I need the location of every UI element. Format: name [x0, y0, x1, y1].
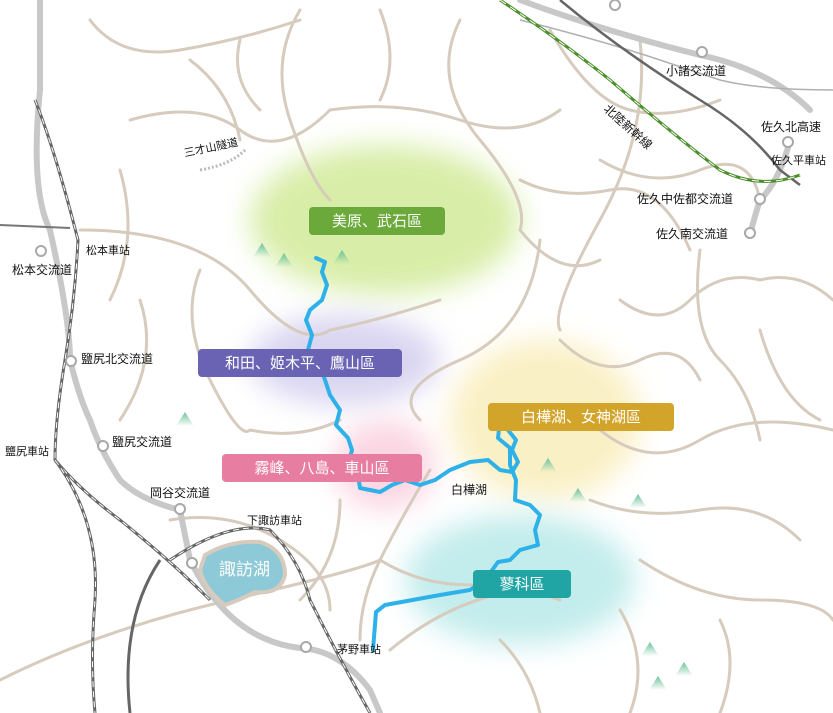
interchanges	[35, 0, 794, 653]
label-lake-suwa: 諏訪湖	[219, 560, 270, 580]
region-label-shirakaba-megami[interactable]: 白樺湖、女神湖區	[488, 403, 674, 431]
region-label-mihara-takeshi[interactable]: 美原、武石區	[309, 207, 445, 235]
label-shimosuwa-station: 下諏訪車站	[247, 514, 302, 527]
region-label-wada-himekidaira-takayama[interactable]: 和田、姬木平、鷹山區	[198, 349, 402, 377]
label-shiojiri-kita-ic: 鹽尻北交流道	[81, 352, 154, 366]
label-saku-minami-ic: 佐久南交流道	[656, 227, 729, 241]
local-roads	[0, 8, 833, 713]
national-road	[519, 19, 833, 91]
railways	[0, 0, 801, 713]
label-sakudaira-station: 佐久平車站	[771, 154, 826, 167]
label-okaya-ic: 岡谷交流道	[150, 486, 211, 500]
sansaiyama-tunnel	[199, 148, 247, 172]
label-saku-chusa-ic: 佐久中佐都交流道	[637, 192, 734, 206]
label-shirakaba-lake: 白樺湖	[451, 483, 488, 497]
label-matsumoto-station: 松本車站	[86, 244, 130, 257]
region-label-kirigamine-yashima-kurumayama[interactable]: 霧峰、八島、車山區	[222, 454, 422, 482]
label-saku-kita: 佐久北高速	[761, 120, 822, 134]
label-shiojiri-station: 鹽尻車站	[5, 445, 49, 458]
label-chino-station: 茅野車站	[337, 643, 381, 656]
label-matsumoto-ic: 松本交流道	[12, 263, 73, 277]
label-shiojiri-ic: 鹽尻交流道	[112, 435, 173, 449]
label-komoro-ic: 小諸交流道	[666, 64, 727, 78]
lake-suwa	[197, 539, 288, 608]
region-label-tateshina[interactable]: 蓼科區	[473, 570, 571, 598]
mountain-icons	[176, 243, 693, 690]
